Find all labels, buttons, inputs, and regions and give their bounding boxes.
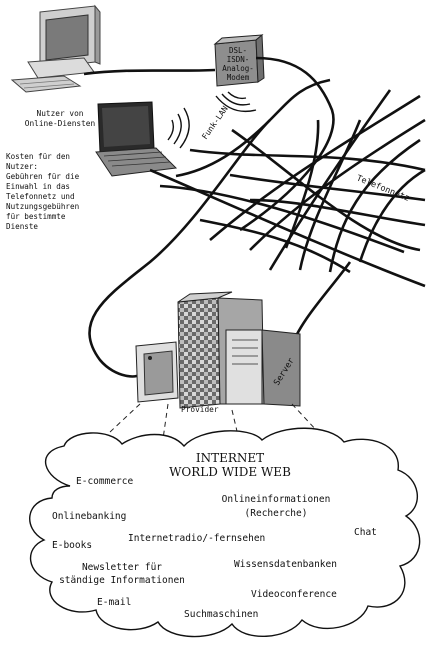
service-radio: Internetradio/-fernsehen — [128, 533, 265, 544]
wlan-label: Funk-LAN — [200, 104, 230, 141]
service-video: Videoconference — [251, 589, 337, 600]
modem-label-line1: DSL- — [229, 46, 247, 55]
modem-label-line2: ISDN- — [227, 55, 250, 64]
service-chat: Chat — [354, 527, 377, 538]
provider-label: Provider — [181, 405, 219, 414]
service-email: E-mail — [97, 597, 131, 608]
provider-terminal-icon — [135, 341, 179, 403]
desktop-computer-icon — [10, 4, 101, 93]
server-tower-icon — [177, 291, 301, 409]
service-ecommerce: E-commerce — [76, 476, 133, 487]
modem-label: DSL- ISDN- Analog- Modem — [222, 46, 254, 82]
service-onlinebanking: Onlinebanking — [52, 511, 126, 522]
cloud-title-line1: INTERNET — [196, 451, 264, 465]
wifi-waves-icon — [167, 107, 190, 149]
modem-label-line4: Modem — [227, 73, 250, 82]
user-label: Nutzer von Online-Diensten — [25, 109, 95, 128]
internet-cloud-shape — [29, 427, 421, 638]
user-label-line1: Nutzer von — [37, 109, 84, 118]
modem-label-line3: Analog- — [222, 64, 254, 73]
service-newsletter-line2: ständige Informationen — [59, 575, 185, 586]
cloud-title-line2: WORLD WIDE WEB — [169, 465, 291, 479]
service-ebooks: E-books — [52, 540, 92, 551]
modem-wifi-waves-icon — [215, 91, 257, 113]
service-onlineinfo-line1: Onlineinformationen — [222, 494, 331, 505]
service-wissen: Wissensdatenbanken — [234, 559, 337, 570]
user-label-line2: Online-Diensten — [25, 119, 95, 128]
laptop-icon — [95, 101, 178, 177]
service-onlineinfo-line2: (Recherche) — [245, 508, 308, 519]
costs-note: Kosten für den Nutzer: Gebühren für die … — [6, 152, 80, 231]
service-suche: Suchmaschinen — [184, 609, 258, 620]
service-newsletter-line1: Newsletter für — [82, 562, 162, 573]
network-cables — [83, 56, 426, 378]
